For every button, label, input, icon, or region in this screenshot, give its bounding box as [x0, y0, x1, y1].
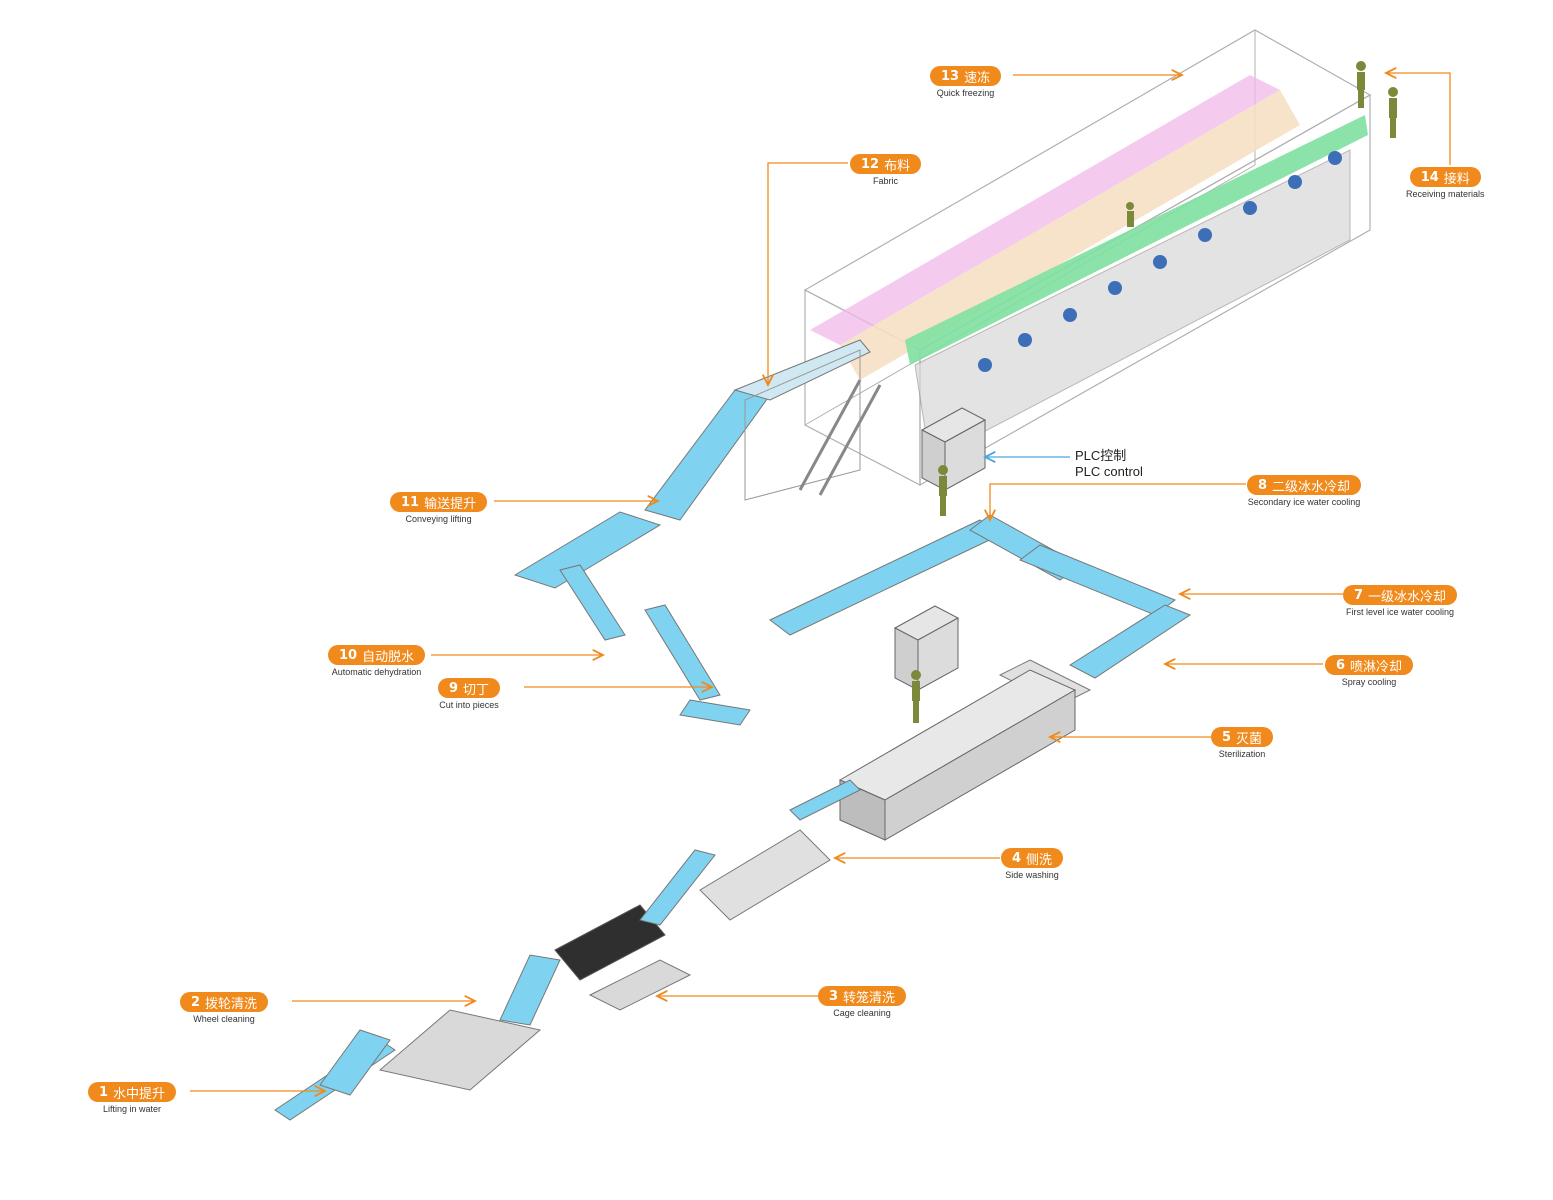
step-title-en: Cut into pieces — [439, 700, 499, 710]
step-title-zh: 喷淋冷却 — [1350, 659, 1403, 675]
step-title-en: Fabric — [873, 176, 899, 186]
step-title-en: Sterilization — [1218, 749, 1266, 759]
step-title-zh: 接料 — [1443, 171, 1470, 187]
step-title-zh: 二级冰水冷却 — [1272, 479, 1351, 495]
step-title-en: Quick freezing — [936, 88, 995, 98]
step-title-en: Lifting in water — [103, 1104, 162, 1114]
step-number: 7 — [1354, 587, 1364, 603]
step-title-zh: 拨轮清洗 — [205, 996, 258, 1012]
step-number: 5 — [1222, 729, 1232, 745]
sterilization-tank — [838, 669, 1077, 841]
step-title-zh: 切丁 — [463, 682, 490, 698]
step-number: 6 — [1336, 657, 1346, 673]
step-title-en: Secondary ice water cooling — [1247, 497, 1361, 507]
step-title-en: Automatic dehydration — [331, 667, 422, 677]
upper-conveyors — [513, 339, 882, 589]
step-number: 1 — [99, 1084, 109, 1100]
step-title-zh: 灭菌 — [1236, 731, 1263, 747]
step-number: 11 — [401, 494, 420, 510]
step-number: 14 — [1420, 169, 1439, 185]
leader-lines — [190, 73, 1451, 1091]
freezing-tunnel — [803, 29, 1372, 487]
step-number: 4 — [1012, 850, 1022, 866]
step-title-zh: 转笼清洗 — [843, 990, 896, 1006]
step-title-zh: 布料 — [884, 158, 911, 174]
step-number: 10 — [339, 647, 358, 663]
worker-figures — [911, 61, 1398, 723]
plc-title-en: PLC control — [1075, 464, 1143, 479]
plc-title-zh: PLC控制 — [1075, 448, 1127, 463]
step-title-en: First level ice water cooling — [1346, 607, 1455, 617]
step-title-en: Spray cooling — [1341, 677, 1397, 687]
step-title-en: Cage cleaning — [833, 1008, 891, 1018]
step-title-en: Receiving materials — [1406, 189, 1485, 199]
step-number: 3 — [829, 988, 839, 1004]
plc-cabinet — [893, 407, 987, 691]
step-title-zh: 一级冰水冷却 — [1368, 589, 1447, 605]
middle-conveyors — [559, 514, 1192, 726]
plc-control-label: PLC控制 PLC control — [1075, 448, 1143, 480]
lower-conveyors — [274, 779, 861, 1121]
step-number: 8 — [1258, 477, 1268, 493]
step-title-en: Side washing — [1005, 870, 1059, 880]
step-number: 9 — [449, 680, 459, 696]
step-number: 12 — [861, 156, 880, 172]
step-title-en: Wheel cleaning — [193, 1014, 255, 1024]
step-title-zh: 水中提升 — [113, 1086, 166, 1102]
step-title-zh: 输送提升 — [424, 496, 477, 512]
step-title-zh: 速冻 — [964, 70, 991, 86]
step-number: 2 — [191, 994, 201, 1010]
step-title-zh: 侧洗 — [1026, 852, 1053, 868]
step-title-zh: 自动脱水 — [362, 649, 415, 665]
step-number: 13 — [941, 68, 960, 84]
step-title-en: Conveying lifting — [405, 514, 472, 524]
